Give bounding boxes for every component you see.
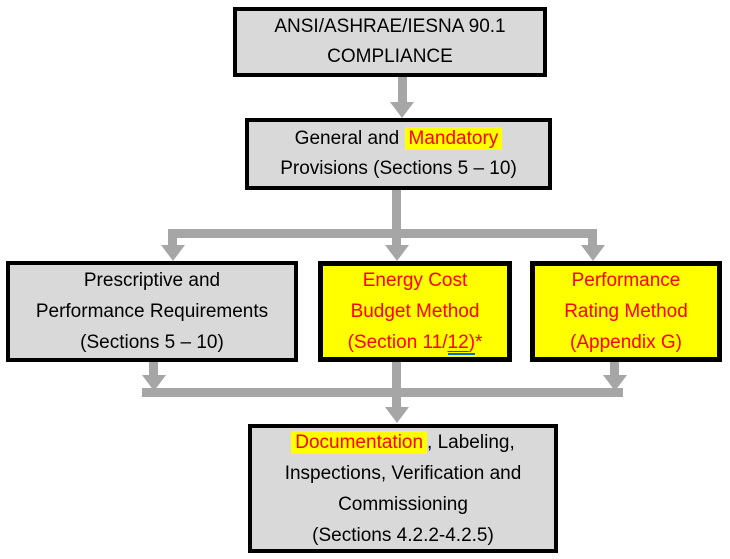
arrow-top-to-general-shaft: [398, 77, 407, 103]
converge-center-arrowhead-icon: [385, 407, 409, 423]
energy-section-prefix: (Section 11/: [347, 332, 448, 353]
branch-horizontal-bar: [168, 229, 597, 238]
performance-rating-box: Performance Rating Method (Appendix G): [530, 261, 722, 362]
general-mandatory-line2: Provisions (Sections 5 – 10): [280, 158, 517, 179]
energy-line2: Budget Method: [350, 301, 480, 322]
section-12-blue-underline: 12): [447, 332, 476, 355]
general-mandatory-box: General and Mandatory Provisions (Sectio…: [245, 118, 552, 190]
prescriptive-line3: (Sections 5 – 10): [80, 332, 224, 353]
documentation-highlight: Documentation: [291, 430, 428, 454]
branch-center-arrowhead-icon: [385, 245, 409, 261]
documentation-line2: Inspections, Verification and: [284, 462, 522, 484]
documentation-line1-suffix: , Labeling,: [427, 431, 515, 453]
prescriptive-line2: Performance Requirements: [35, 301, 269, 322]
branch-center-shaft: [392, 190, 401, 248]
section-12-underlined-text: 12: [447, 332, 469, 353]
top-compliance-line2: COMPLIANCE: [327, 46, 453, 67]
converge-horizontal-bar: [142, 388, 623, 397]
performance-line1: Performance: [571, 270, 681, 291]
documentation-box: Documentation, Labeling, Inspections, Ve…: [248, 424, 558, 553]
documentation-line4: (Sections 4.2.2-4.2.5): [312, 524, 494, 546]
documentation-line3: Commissioning: [338, 493, 468, 515]
documentation-line1: Documentation, Labeling,: [291, 427, 515, 458]
mandatory-highlight: Mandatory: [404, 127, 503, 150]
arrow-top-to-general-arrowhead-icon: [390, 102, 414, 118]
prescriptive-box: Prescriptive and Performance Requirement…: [6, 261, 298, 362]
converge-center-shaft: [392, 362, 401, 408]
branch-left-stub: [168, 229, 177, 248]
energy-line1: Energy Cost: [362, 270, 468, 291]
performance-line2: Rating Method: [564, 301, 688, 322]
converge-left-shaft: [149, 362, 158, 378]
converge-right-arrowhead-icon: [603, 375, 627, 391]
energy-cost-budget-box: Energy Cost Budget Method (Section 11/12…: [318, 261, 512, 362]
general-prefix-text: General and: [294, 128, 405, 149]
top-compliance-line1: ANSI/ASHRAE/IESNA 90.1: [274, 16, 506, 37]
energy-line3: (Section 11/12)*: [347, 327, 483, 358]
branch-right-stub: [588, 229, 597, 248]
performance-line3: (Appendix G): [570, 332, 682, 353]
branch-left-arrowhead-icon: [161, 245, 185, 261]
energy-close-paren: ): [468, 332, 476, 353]
converge-right-shaft: [610, 362, 619, 378]
converge-left-arrowhead-icon: [142, 375, 166, 391]
energy-asterisk: *: [475, 332, 483, 353]
general-mandatory-line1: General and Mandatory: [295, 124, 503, 154]
branch-right-arrowhead-icon: [581, 245, 605, 261]
top-compliance-box: ANSI/ASHRAE/IESNA 90.1 COMPLIANCE: [233, 7, 547, 77]
prescriptive-line1: Prescriptive and: [83, 270, 221, 291]
